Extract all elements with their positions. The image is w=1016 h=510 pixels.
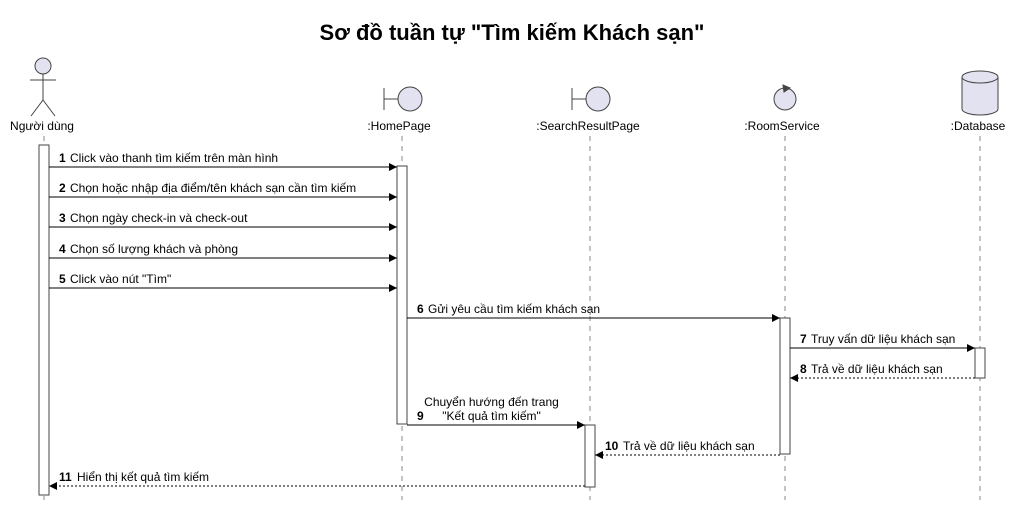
message-label: Click vào nút "Tìm" <box>70 272 171 286</box>
message-label: Chuyển hướng đến trang <box>424 395 559 409</box>
message-3: 3 Chọn ngày check-in và check-out <box>49 211 397 231</box>
activation-room <box>779 317 791 455</box>
diagram-title: Sơ đồ tuần tự "Tìm kiếm Khách sạn" <box>320 20 705 45</box>
participant-label-db: :Database <box>951 119 1006 133</box>
activation-user <box>38 144 50 496</box>
participant-label-result: :SearchResultPage <box>536 119 640 133</box>
activation-home <box>396 165 408 425</box>
control-icon <box>773 84 797 111</box>
message-6: 6 Gửi yêu cầu tìm kiếm khách sạn <box>407 302 780 322</box>
message-number: 5 <box>59 272 66 286</box>
database-icon <box>961 70 999 116</box>
message-1: 1 Click vào thanh tìm kiếm trên màn hình <box>49 151 397 171</box>
message-number: 9 <box>417 409 424 423</box>
message-10: 10 Trả về dữ liệu khách sạn <box>595 439 780 459</box>
message-8: 8 Trả về dữ liệu khách sạn <box>790 362 975 382</box>
message-number: 11 <box>59 470 72 484</box>
message-number: 2 <box>59 181 66 195</box>
boundary-icon <box>383 86 423 112</box>
message-label: Hiển thị kết quả tìm kiếm <box>77 470 209 484</box>
activation-result <box>584 424 596 488</box>
message-label: Truy vấn dữ liệu khách sạn <box>811 332 955 346</box>
message-number: 8 <box>800 362 807 376</box>
message-label: Click vào thanh tìm kiếm trên màn hình <box>70 151 278 165</box>
message-label: Chọn số lượng khách và phòng <box>70 242 238 256</box>
boundary-icon <box>571 86 611 112</box>
message-label: Chọn ngày check-in và check-out <box>70 211 248 225</box>
message-number: 7 <box>800 332 807 346</box>
participant-label-user: Người dùng <box>10 119 74 133</box>
message-label: Gửi yêu cầu tìm kiếm khách sạn <box>428 302 600 316</box>
message-label: Trả về dữ liệu khách sạn <box>623 439 755 453</box>
message-2: 2 Chọn hoặc nhập địa điểm/tên khách sạn c… <box>49 181 397 201</box>
activation-db <box>974 347 986 379</box>
actor-icon <box>30 57 56 117</box>
participant-result: :SearchResultPage <box>536 86 640 133</box>
participant-room: :RoomService <box>744 84 820 133</box>
message-label: Chọn hoặc nhập địa điểm/tên khách sạn cầ… <box>70 181 356 195</box>
message-number: 1 <box>59 151 66 165</box>
activations <box>38 144 986 496</box>
message-4: 4 Chọn số lượng khách và phòng <box>49 242 397 262</box>
message-label: "Kết quả tìm kiếm" <box>442 409 541 423</box>
participant-home: :HomePage <box>367 86 431 133</box>
message-number: 10 <box>605 439 619 453</box>
message-number: 4 <box>59 242 66 256</box>
participant-label-room: :RoomService <box>744 119 820 133</box>
participant-user: Người dùng <box>10 57 74 133</box>
message-7: 7 Truy vấn dữ liệu khách sạn <box>790 332 975 352</box>
participant-db: :Database <box>951 70 1006 133</box>
message-number: 6 <box>417 302 424 316</box>
messages: 1 Click vào thanh tìm kiếm trên màn hình 2… <box>49 151 975 490</box>
participant-label-home: :HomePage <box>367 119 431 133</box>
message-11: 11 Hiển thị kết quả tìm kiếm <box>49 470 585 490</box>
message-5: 5 Click vào nút "Tìm" <box>49 272 397 292</box>
message-number: 3 <box>59 211 66 225</box>
message-label: Trả về dữ liệu khách sạn <box>811 362 943 376</box>
